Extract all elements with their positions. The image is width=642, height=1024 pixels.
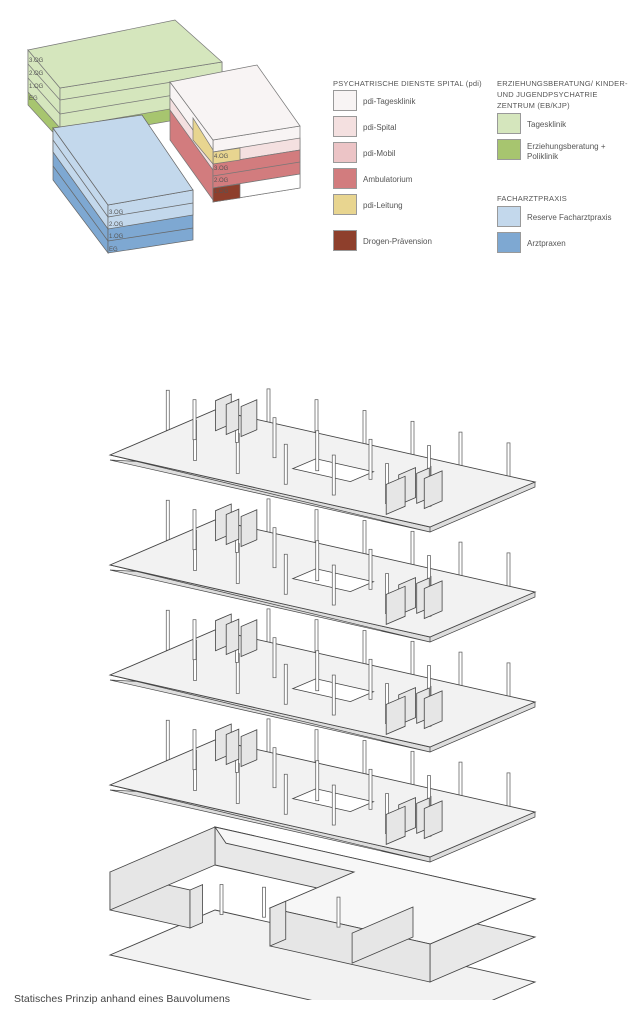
wall-panel xyxy=(225,728,240,766)
legend-label: pdi-Leitung xyxy=(363,201,403,210)
column xyxy=(192,619,197,661)
column xyxy=(272,637,277,679)
svg-text:2.OG: 2.OG xyxy=(29,71,44,77)
legend-label: Arztpraxen xyxy=(527,239,566,248)
column xyxy=(165,499,170,541)
wall-panel xyxy=(240,619,258,658)
floor-slab-4 xyxy=(108,718,537,863)
column xyxy=(331,674,336,716)
wall-panel xyxy=(225,398,240,436)
pink-block xyxy=(169,64,301,203)
wall-panel xyxy=(423,580,443,620)
legend-swatch xyxy=(333,90,357,111)
svg-text:1.OG: 1.OG xyxy=(214,189,229,195)
legend-title-pdi: PSYCHATRISCHE DIENSTE SPITAL (pdi) xyxy=(333,79,482,88)
floor-slab-3 xyxy=(108,608,537,753)
wall-panel xyxy=(423,800,443,840)
building-volumes-diagram: 3.OG 2.OG 1.OG EG 4.OG 3.OG 2.OG 1.OG 3.… xyxy=(27,19,301,255)
wall-panel xyxy=(240,399,258,438)
column xyxy=(283,663,288,705)
legend-label: pdi-Spital xyxy=(363,123,397,132)
column xyxy=(368,768,373,810)
base-foundation xyxy=(108,826,537,1000)
blue-block xyxy=(52,114,194,255)
wall-panel xyxy=(423,690,443,730)
legend-label: Ambulatorium xyxy=(363,175,413,184)
legend-label: pdi-Tagesklinik xyxy=(363,97,416,106)
legend-label: Reserve Facharztpraxis xyxy=(527,213,612,222)
legend-label: Erziehungsberatung + Poliklinik xyxy=(527,142,606,161)
svg-text:3.OG: 3.OG xyxy=(214,166,229,172)
svg-text:3.OG: 3.OG xyxy=(109,210,124,216)
svg-text:4.OG: 4.OG xyxy=(214,154,229,160)
svg-text:EG: EG xyxy=(109,247,118,253)
column xyxy=(331,784,336,826)
column xyxy=(368,658,373,700)
wall-panel xyxy=(385,805,406,846)
legend-label: Tagesklinik xyxy=(527,120,567,129)
legend-swatch xyxy=(497,232,521,253)
column xyxy=(336,896,341,928)
column xyxy=(315,650,320,692)
wall-panel xyxy=(225,508,240,546)
green-block xyxy=(27,19,223,141)
wall-panel xyxy=(109,826,216,911)
wall-panel xyxy=(385,695,406,736)
column xyxy=(272,747,277,789)
wall-panel xyxy=(269,900,287,947)
column xyxy=(331,564,336,606)
legend-swatch xyxy=(497,113,521,134)
structural-exploded-diagram xyxy=(108,388,537,1000)
legend-title-eb: ERZIEHUNGSBERATUNG/ KINDER- UND JUGENDPS… xyxy=(497,79,628,110)
legend-swatch xyxy=(497,206,521,227)
column xyxy=(165,389,170,431)
wall-panel xyxy=(385,585,406,626)
legend-label: Drogen-Prävension xyxy=(363,237,432,246)
column xyxy=(368,438,373,480)
legend-swatch xyxy=(333,168,357,189)
wall-panel xyxy=(189,883,204,929)
wall-panel xyxy=(240,729,258,768)
column xyxy=(192,509,197,551)
column xyxy=(192,399,197,441)
legend-swatch xyxy=(497,139,521,160)
column xyxy=(331,454,336,496)
column xyxy=(262,886,266,918)
legend-swatch xyxy=(333,194,357,215)
svg-text:3.OG: 3.OG xyxy=(29,58,44,64)
legend-swatch xyxy=(333,142,357,163)
svg-text:2.OG: 2.OG xyxy=(109,222,124,228)
column xyxy=(283,553,288,595)
legend-title-fa: FACHARZTPRAXIS xyxy=(497,194,567,203)
floor-slab-1 xyxy=(108,388,537,533)
column xyxy=(283,773,288,815)
caption: Statisches Prinzip anhand eines Bauvolum… xyxy=(14,993,230,1005)
legend-label: pdi-Mobil xyxy=(363,149,396,158)
column xyxy=(272,527,277,569)
column xyxy=(315,430,320,472)
wall-panel xyxy=(385,475,406,516)
svg-text:1.OG: 1.OG xyxy=(29,84,44,90)
floor-slab-2 xyxy=(108,498,537,643)
column xyxy=(315,540,320,582)
wall-panel xyxy=(225,618,240,656)
column xyxy=(368,548,373,590)
wall-panel xyxy=(423,470,443,510)
wall-panel xyxy=(351,906,414,964)
column xyxy=(219,884,224,915)
svg-text:1.OG: 1.OG xyxy=(109,234,124,240)
column xyxy=(165,719,170,761)
column xyxy=(192,729,197,771)
column xyxy=(165,609,170,651)
legend-swatch xyxy=(333,230,357,251)
svg-text:2.OG: 2.OG xyxy=(214,178,229,184)
legend-swatch xyxy=(333,116,357,137)
column xyxy=(283,443,288,485)
column xyxy=(315,760,320,802)
wall-panel xyxy=(240,509,258,548)
svg-text:EG: EG xyxy=(29,96,38,102)
column xyxy=(272,417,277,459)
